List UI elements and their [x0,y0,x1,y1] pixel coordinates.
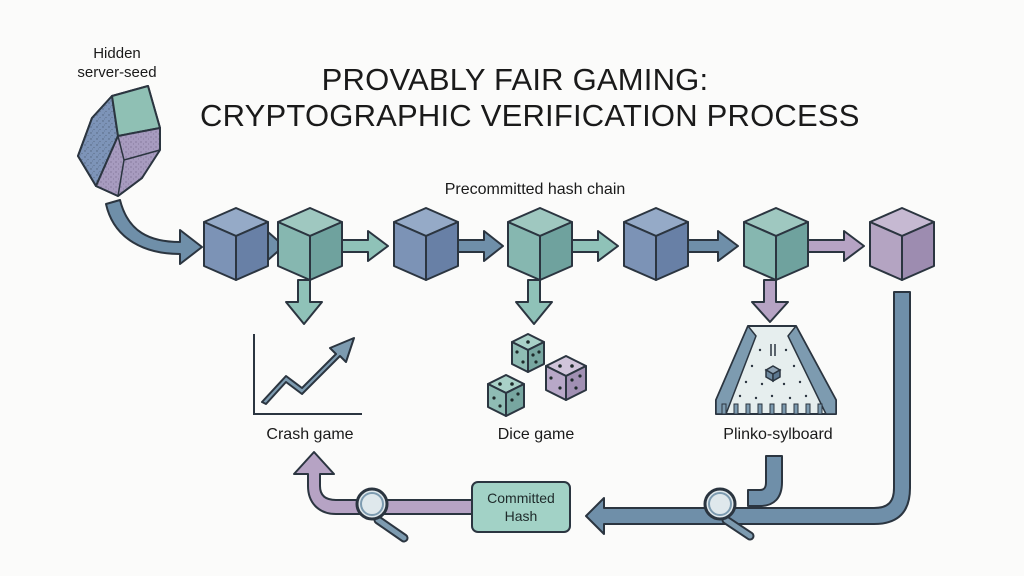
title-line-1: PROVABLY FAIR GAMING: [321,62,709,97]
magnifier-icon [703,487,755,541]
server-seed-gem-icon [77,85,161,197]
committed-hash-label-line-2: Hash [504,508,538,524]
cube-icon [623,207,689,281]
dice-icon [487,333,587,417]
down-arrow-icon [285,279,323,325]
cube-icon [203,207,269,281]
magnifier-icon [355,487,409,543]
committed-hash-label-line-1: Committed [487,490,555,506]
hash-chain-label: Precommitted hash chain [444,181,626,198]
cube-icon [743,207,809,281]
crash-chart-icon [253,334,362,415]
cube-icon [507,207,573,281]
title-line-2: CRYPTOGRAPHIC VERIFICATION PROCESS [200,98,860,133]
seed-to-chain-arrow-icon [105,199,203,265]
return-arrow-icon [585,291,911,535]
down-arrow-icon [751,279,789,323]
dice-game-label: Dice game [497,426,575,443]
cube-icon [277,207,343,281]
plinko-feed-arrow-icon [747,455,783,507]
plinko-game-label: Plinko-sylboard [723,426,833,443]
down-arrow-icon [515,279,553,325]
game-feed-arrows [285,279,789,325]
cube-icon [393,207,459,281]
crash-game-label: Crash game [266,426,354,443]
server-seed-label-line-2: server-seed [77,64,157,81]
committed-hash-box [471,481,571,533]
plinko-board-icon [715,325,837,415]
server-seed-label-line-1: Hidden [93,45,141,62]
hash-chain-cubes [203,207,935,281]
cube-icon [869,207,935,281]
